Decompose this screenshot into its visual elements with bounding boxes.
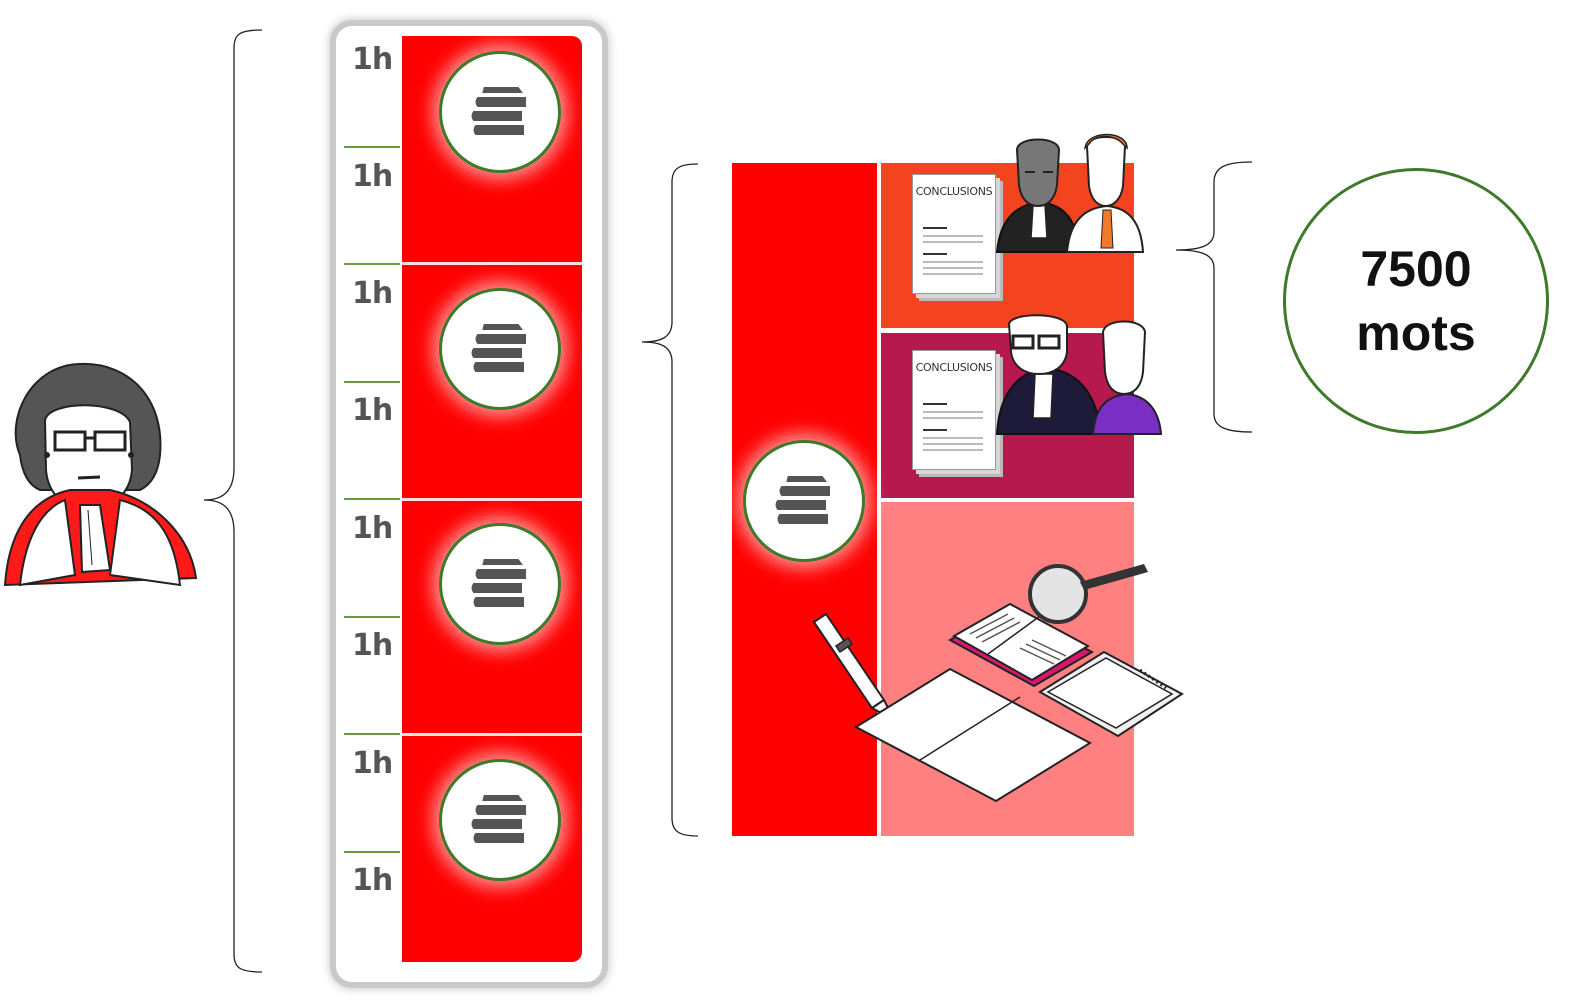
hour-divider	[344, 263, 400, 265]
books-icon	[439, 759, 561, 881]
hour-divider	[344, 381, 400, 383]
hour-slot: 1h	[344, 740, 402, 857]
judge-figure	[3, 362, 198, 587]
hour-slot: 1h	[344, 387, 402, 504]
text-line	[923, 241, 983, 243]
word-count-circle: 7500 mots	[1283, 168, 1549, 434]
block-divider	[402, 262, 582, 265]
timeline: 1h 1h 1h 1h 1h 1h 1h 1h	[344, 36, 582, 962]
text-line	[923, 437, 983, 439]
text-line	[923, 253, 947, 255]
document-title: CONCLUSIONS	[915, 185, 993, 198]
open-book-icon	[947, 602, 1095, 688]
text-line	[923, 261, 983, 263]
hour-divider	[344, 851, 400, 853]
magnifier-icon	[1028, 564, 1148, 624]
hour-divider	[344, 498, 400, 500]
text-line	[923, 429, 947, 431]
right-brace	[1175, 161, 1253, 433]
document-icon: CONCLUSIONS	[912, 174, 996, 294]
hour-slot: 1h	[344, 270, 402, 387]
middle-brace	[641, 163, 699, 837]
hour-divider	[344, 733, 400, 735]
hour-divider	[344, 616, 400, 618]
word-count-unit: mots	[1356, 305, 1476, 361]
notebook-icon	[1038, 650, 1184, 738]
hour-slot: 1h	[344, 622, 402, 739]
text-line	[923, 443, 983, 445]
books-icon	[743, 440, 865, 562]
text-line	[923, 449, 983, 451]
hour-divider	[344, 146, 400, 148]
block-divider	[402, 498, 582, 501]
text-line	[923, 227, 947, 229]
text-line	[923, 403, 947, 405]
hour-label: 1h	[352, 863, 393, 898]
hour-label: 1h	[352, 276, 393, 311]
hour-label: 1h	[352, 42, 393, 77]
hour-label: 1h	[352, 511, 393, 546]
hour-label: 1h	[352, 159, 393, 194]
hour-slot: 1h	[344, 505, 402, 622]
hour-slot: 1h	[344, 36, 402, 153]
text-line	[923, 417, 983, 419]
hour-label: 1h	[352, 393, 393, 428]
hour-label: 1h	[352, 628, 393, 663]
books-icon	[439, 288, 561, 410]
text-line	[923, 411, 983, 413]
text-line	[923, 267, 983, 269]
paper-sheet-icon	[853, 667, 1093, 803]
document-title: CONCLUSIONS	[915, 361, 993, 374]
books-icon	[439, 523, 561, 645]
block-divider	[402, 733, 582, 736]
lawyer-figure	[995, 133, 1145, 253]
hour-slot: 1h	[344, 153, 402, 270]
document-icon: CONCLUSIONS	[912, 350, 996, 470]
hour-slot: 1h	[344, 857, 402, 962]
text-line	[923, 235, 983, 237]
text-line	[923, 273, 983, 275]
word-count-number: 7500	[1360, 241, 1472, 297]
hour-label: 1h	[352, 746, 393, 781]
hour-column: 1h 1h 1h 1h 1h 1h 1h 1h	[344, 36, 402, 962]
books-icon	[439, 51, 561, 173]
lawyer-figure	[995, 314, 1163, 435]
left-brace	[203, 29, 263, 973]
